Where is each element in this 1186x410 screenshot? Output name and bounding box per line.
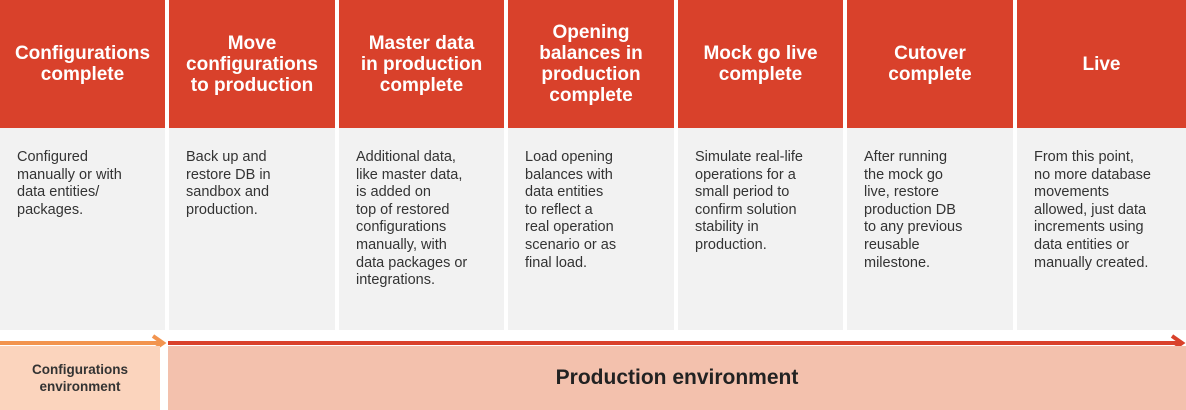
milestone-header: Configurations complete (0, 0, 165, 128)
milestone-column-move-configurations: Move configurations to production Back u… (169, 0, 335, 330)
milestone-title: Master data in production complete (360, 32, 483, 96)
milestone-title: Live (1082, 53, 1121, 75)
milestone-header: Opening balances in production complete (508, 0, 674, 128)
milestone-column-live: Live From this point, no more database m… (1017, 0, 1186, 330)
milestone-header: Move configurations to production (169, 0, 335, 128)
milestone-description: Simulate real-life operations for a smal… (695, 149, 803, 253)
milestone-header: Cutover complete (847, 0, 1013, 128)
milestone-description: Configured manually or with data entitie… (17, 149, 122, 218)
milestone-description: Back up and restore DB in sandbox and pr… (186, 149, 271, 218)
milestone-description: Load opening balances with data entities… (525, 149, 617, 271)
milestone-column-opening-balances: Opening balances in production complete … (508, 0, 674, 330)
milestone-description: From this point, no more database moveme… (1034, 149, 1151, 271)
milestone-title: Configurations complete (14, 43, 151, 85)
milestone-title: Mock go live complete (703, 43, 818, 85)
milestone-column-mock-go-live: Mock go live complete Simulate real-life… (678, 0, 843, 330)
milestone-title: Move configurations to production (186, 32, 318, 96)
milestone-description: Additional data, like master data, is ad… (356, 149, 468, 289)
milestone-description: After running the mock go live, restore … (864, 149, 963, 271)
milestone-header: Mock go live complete (678, 0, 843, 128)
production-environment-bar: Production environment (168, 346, 1186, 410)
milestone-header: Live (1017, 0, 1186, 128)
configurations-environment-bar: Configurations environment (0, 346, 160, 410)
configurations-environment-label: Configurations environment (32, 362, 128, 394)
milestone-title: Cutover complete (888, 43, 972, 85)
production-environment-label: Production environment (555, 366, 799, 389)
milestone-column-cutover: Cutover complete After running the mock … (847, 0, 1013, 330)
milestone-title: Opening balances in production complete (539, 22, 643, 106)
milestone-column-master-data: Master data in production complete Addit… (339, 0, 504, 330)
milestone-column-configurations-complete: Configurations complete Configured manua… (0, 0, 165, 330)
milestone-header: Master data in production complete (339, 0, 504, 128)
